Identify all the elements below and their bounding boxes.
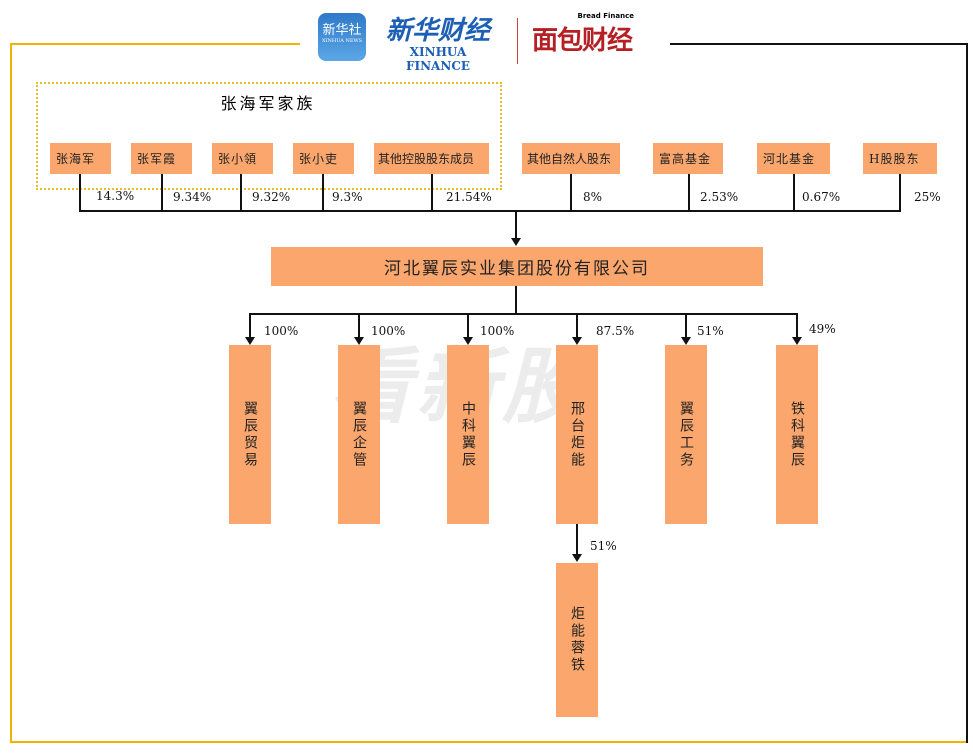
subsidiary-name: 中科翼辰 [460, 400, 476, 469]
frame-top-right [670, 43, 968, 45]
pct-label: 51% [590, 539, 617, 553]
logo2-name: 面包财经 [532, 26, 633, 56]
pct-label: 9.34% [173, 190, 212, 204]
pct-label: 51% [697, 324, 724, 338]
connector [793, 174, 795, 212]
arrow-line [467, 314, 469, 338]
connector [79, 174, 81, 212]
arrow-line [249, 314, 251, 338]
family-group [36, 82, 502, 190]
shareholder-box: 张小吏 [293, 143, 354, 174]
logo-badge-sub: XINHUA NEWS [321, 38, 363, 44]
frame-left [10, 43, 12, 743]
arrow-head [463, 337, 473, 345]
family-title: 张海军家族 [220, 94, 316, 113]
connector [899, 174, 901, 212]
arrow-head [245, 337, 255, 345]
connector [240, 174, 242, 212]
pct-label: 87.5% [596, 324, 635, 338]
shareholder-name: 张军霞 [137, 152, 177, 166]
shareholder-box: 河北基金 [757, 143, 830, 174]
shareholder-box: 富高基金 [653, 143, 723, 174]
subsidiary-box: 铁科翼辰 [776, 345, 818, 524]
company-name: 河北翼辰实业集团股份有限公司 [384, 259, 650, 279]
arrow-line [685, 314, 687, 338]
logo-name: 新华财经 [385, 16, 490, 46]
logo-divider [517, 18, 518, 64]
arrow-head [792, 337, 802, 345]
arrow-line [358, 314, 360, 338]
shareholder-name: 其他自然人股东 [527, 152, 612, 166]
grandchild-box: 炬能蓉铁 [556, 563, 598, 717]
xinhua-finance-logo: 新华财经 XINHUA FINANCE [378, 10, 498, 73]
shareholder-name: 张小領 [218, 152, 258, 166]
arrow-line [576, 314, 578, 338]
shareholder-name: H股股东 [869, 152, 920, 166]
pct-label: 14.3% [96, 189, 135, 203]
frame-top-left [10, 43, 300, 45]
subsidiary-name: 邢台炬能 [569, 400, 585, 469]
subsidiary-name: 翼辰贸易 [242, 400, 258, 469]
connector [322, 174, 324, 212]
pct-label: 9.32% [252, 190, 291, 204]
pct-label: 100% [480, 324, 515, 338]
logo-en: XINHUA FINANCE [405, 45, 471, 73]
pct-label: 2.53% [700, 190, 739, 204]
frame-right [966, 43, 968, 743]
shareholder-box: 其他控股股东成员 [374, 143, 489, 174]
logo-badge-text: 新华社 [322, 23, 362, 38]
connector-bus [249, 313, 798, 315]
connector [570, 174, 572, 212]
subsidiary-name: 铁科翼辰 [789, 400, 805, 469]
pct-label: 100% [264, 324, 299, 338]
connector [515, 286, 517, 315]
arrow-head [572, 554, 582, 562]
shareholder-name: 其他控股股东成员 [378, 152, 475, 166]
subsidiary-box: 中科翼辰 [447, 345, 489, 524]
connector [431, 174, 433, 212]
shareholder-name: 张小吏 [299, 152, 339, 166]
arrow-head [681, 337, 691, 345]
pct-label: 0.67% [802, 190, 841, 204]
shareholder-name: 张海军 [56, 152, 96, 166]
subsidiary-box: 翼辰贸易 [229, 345, 271, 524]
subsidiary-box: 翼辰工务 [665, 345, 707, 524]
arrow-head [572, 337, 582, 345]
arrow-head [511, 238, 521, 246]
shareholder-box: 张海军 [50, 143, 111, 174]
shareholder-box: 张小領 [212, 143, 273, 174]
subsidiary-name: 翼辰工务 [678, 400, 694, 469]
pct-label: 100% [371, 324, 406, 338]
grandchild-name: 炬能蓉铁 [569, 606, 585, 674]
pct-label: 25% [914, 190, 941, 204]
shareholder-name: 富高基金 [659, 152, 712, 166]
pct-label: 49% [809, 322, 836, 336]
connector [161, 174, 163, 212]
arrow-head [354, 337, 364, 345]
subsidiary-name: 翼辰企管 [351, 400, 367, 469]
company-box: 河北翼辰实业集团股份有限公司 [271, 247, 763, 286]
pct-label: 21.54% [446, 190, 492, 204]
subsidiary-box: 邢台炬能 [556, 345, 598, 524]
pct-label: 9.3% [332, 190, 363, 204]
shareholder-box: 其他自然人股东 [522, 143, 620, 174]
xinhua-news-logo: 新华社 XINHUA NEWS [318, 13, 366, 61]
bread-finance-logo: Bread Finance 面包财经 [532, 12, 662, 57]
frame-bottom [10, 741, 968, 743]
shareholder-box: 张军霞 [131, 143, 192, 174]
arrow-line [515, 211, 517, 239]
arrow-line [576, 524, 578, 555]
connector [688, 174, 690, 212]
logo2-en: Bread Finance [577, 12, 634, 20]
pct-label: 8% [583, 190, 603, 204]
connector-bus [79, 210, 901, 212]
shareholder-name: 河北基金 [763, 152, 816, 166]
shareholder-box: H股股东 [863, 143, 937, 174]
arrow-line [796, 314, 798, 338]
subsidiary-box: 翼辰企管 [338, 345, 380, 524]
